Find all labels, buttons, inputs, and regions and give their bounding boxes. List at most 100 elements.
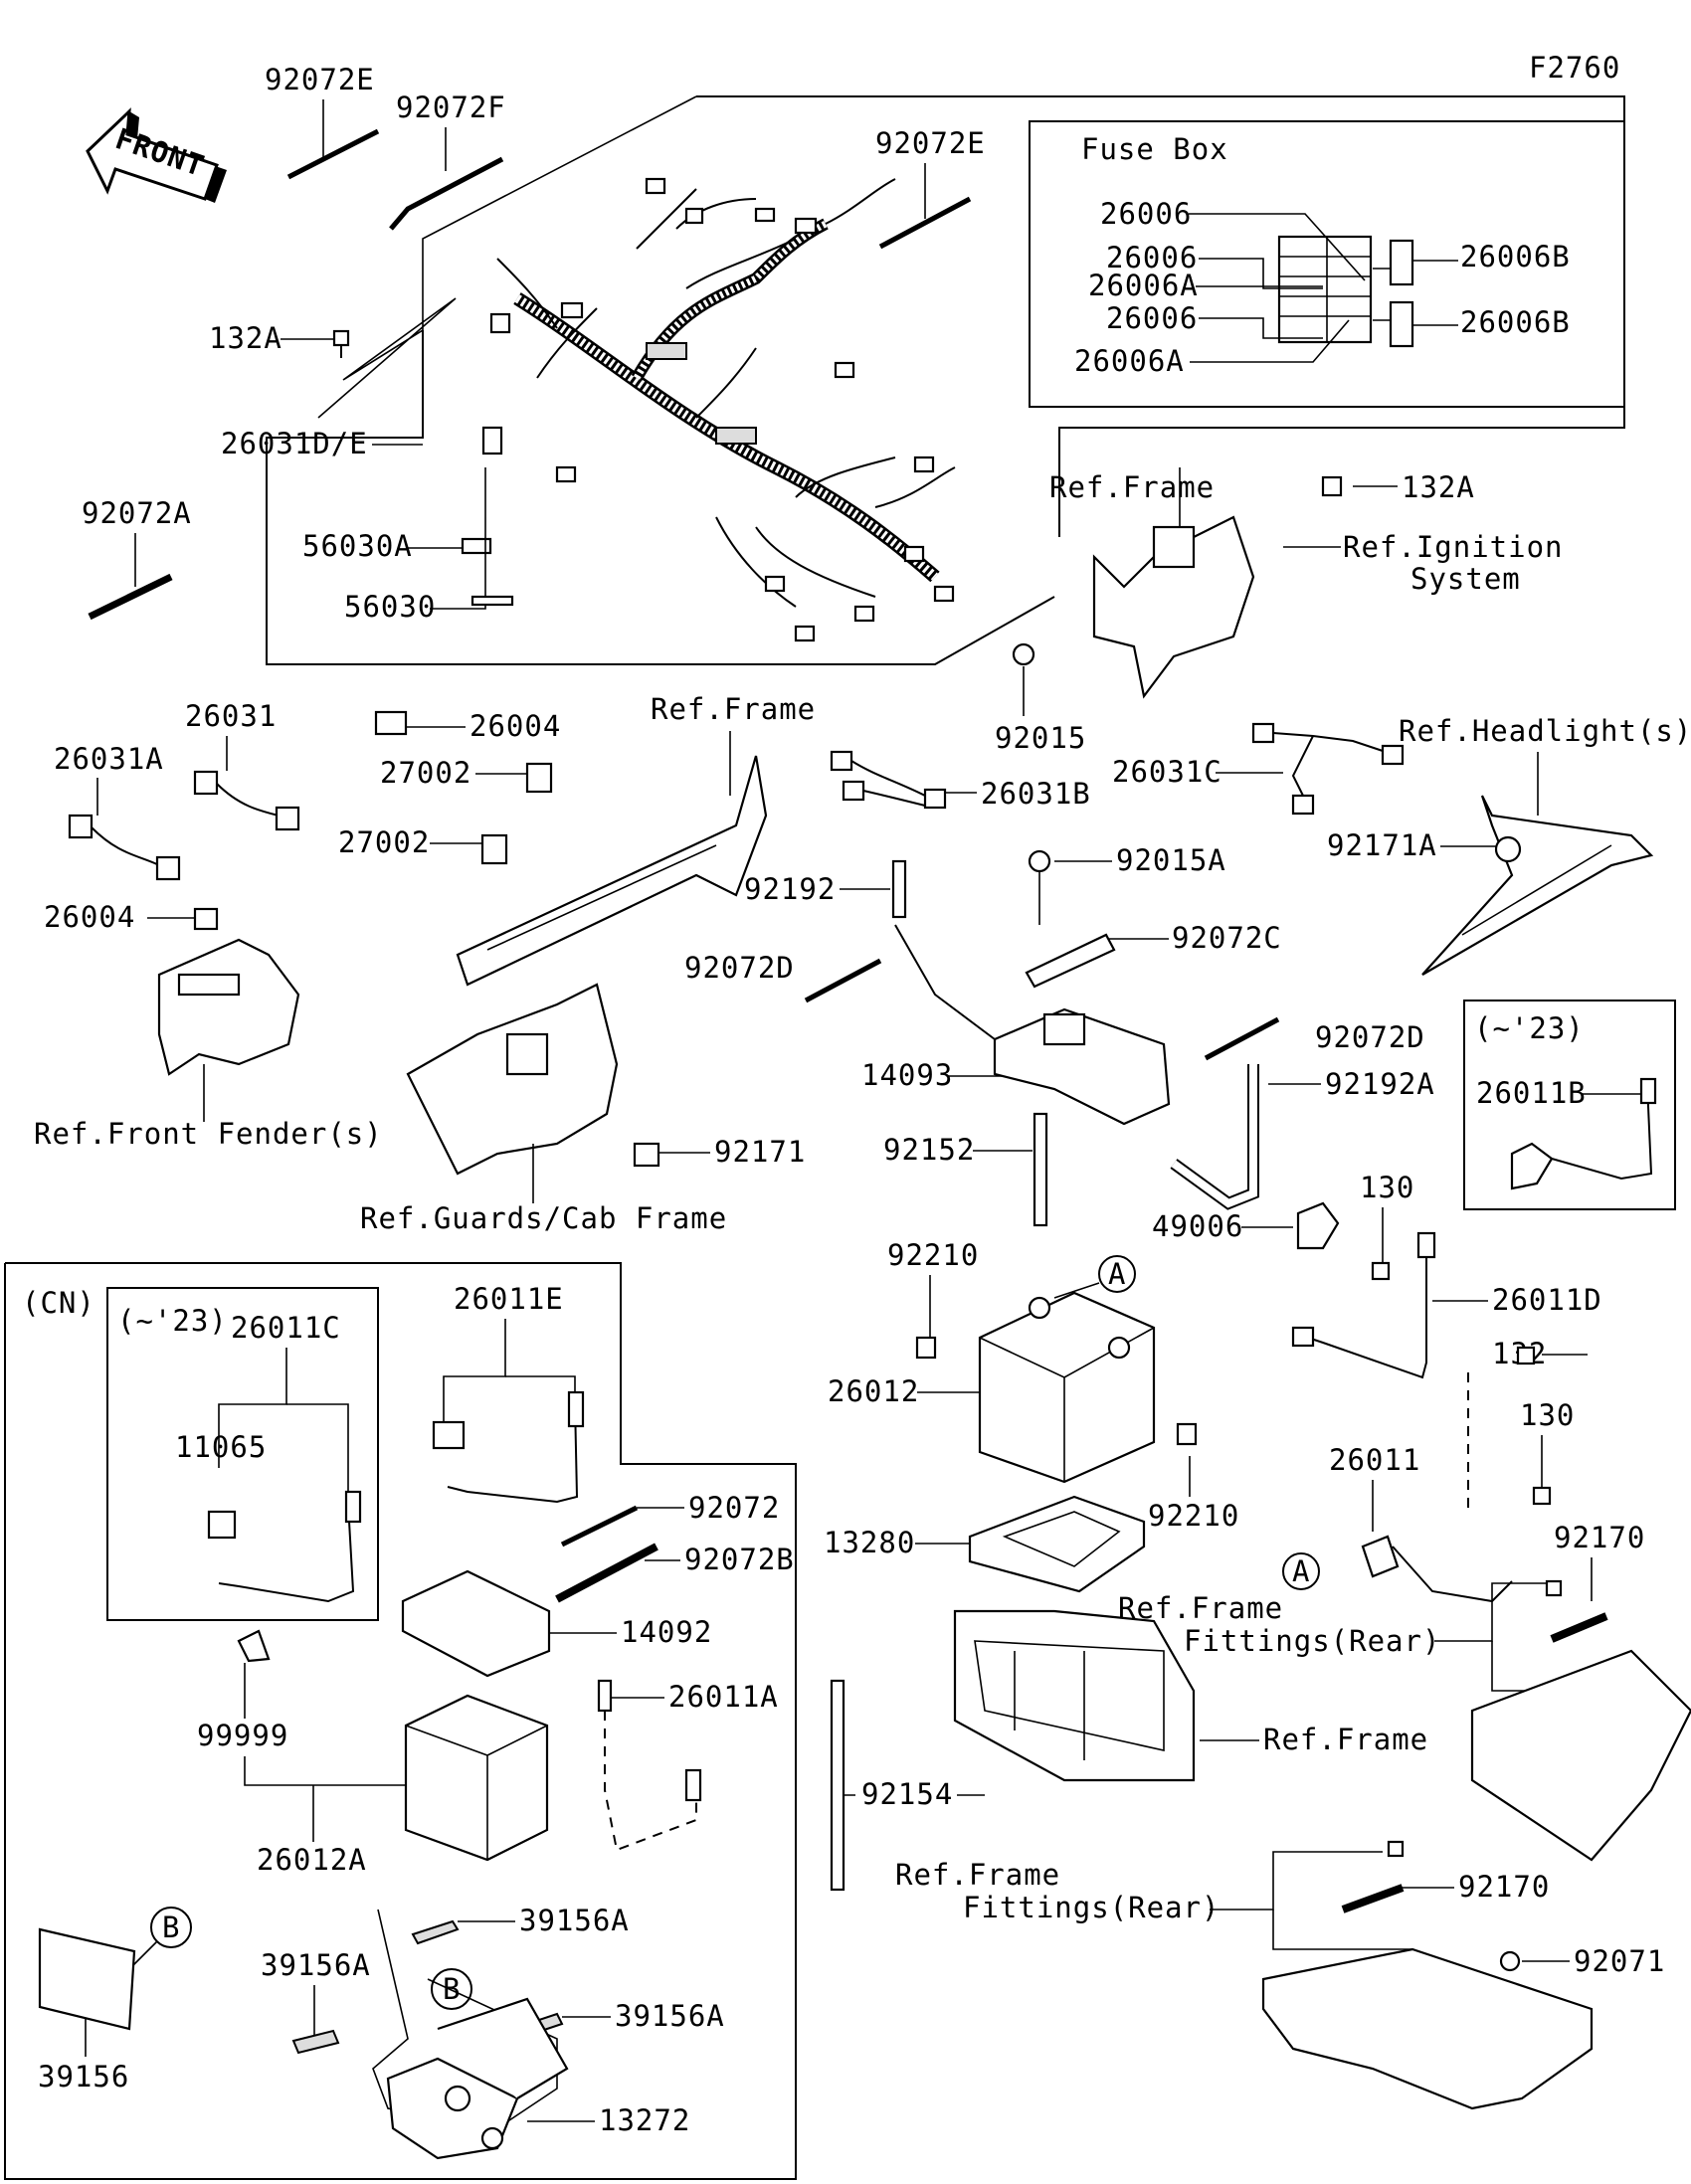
pad-icon (291, 2029, 340, 2055)
relay-icon (525, 762, 553, 794)
lower-frame-icon (953, 1609, 1196, 1782)
ref-frame-a: Ref.Frame (1049, 470, 1215, 504)
label-92072B: 92072B (684, 1543, 795, 1576)
label-130-2: 130 (1520, 1398, 1575, 1432)
cable-end-icon (597, 1679, 613, 1713)
fittings-rear-icon (1470, 1649, 1691, 1862)
label-92072C: 92072C (1172, 921, 1282, 955)
figure-code: F2760 (1529, 51, 1620, 85)
variant-box-26011B (1463, 1000, 1676, 1210)
terminal-icon (915, 1336, 937, 1360)
fuse-leader-lines (1189, 213, 1458, 363)
label-92072D-1: 92072D (684, 951, 795, 985)
label-99999: 99999 (197, 1719, 288, 1752)
fittings-rear-icon (1261, 1947, 1594, 2110)
variant-label-to23-a: (~'23) (117, 1304, 228, 1338)
label-26031B: 26031B (981, 777, 1091, 811)
fuse-label-26006B-2: 26006B (1460, 305, 1571, 339)
label-92171A: 92171A (1327, 828, 1437, 862)
ref-ignition-2: System (1410, 562, 1521, 596)
nut-icon (1012, 642, 1035, 666)
label-26011C: 26011C (231, 1311, 341, 1345)
label-26012: 26012 (828, 1374, 919, 1408)
front-fender-icon (157, 938, 300, 1076)
harness-group-frame (696, 95, 1625, 537)
label-13272: 13272 (599, 2103, 690, 2137)
label-92192A: 92192A (1325, 1067, 1435, 1101)
label-26011: 26011 (1329, 1443, 1420, 1477)
hose-icon (1033, 1112, 1048, 1227)
variant-label-to23-b: (~'23) (1474, 1011, 1585, 1045)
cable-tie-icon (286, 128, 380, 180)
label-92210-2: 92210 (1148, 1499, 1239, 1533)
label-49006: 49006 (1152, 1209, 1243, 1243)
hose-icon (1171, 1064, 1257, 1208)
label-92015A: 92015A (1116, 843, 1226, 877)
label-92072: 92072 (688, 1491, 780, 1525)
ref-frame-c: Ref.Frame (1263, 1723, 1428, 1756)
terminal-cover-icon (1296, 1201, 1340, 1250)
fuse-box-icon (1277, 235, 1414, 348)
cable-icon (1510, 1077, 1657, 1190)
ref-frame-b: Ref.Frame (651, 692, 816, 726)
label-132A-1: 132A (209, 321, 282, 355)
bracket-icon (1341, 1884, 1405, 1913)
marker-A-1-label: A (1108, 1257, 1126, 1291)
cab-frame-icon (406, 983, 619, 1176)
label-13280: 13280 (824, 1526, 915, 1559)
label-56030: 56030 (344, 590, 436, 624)
frame-bracket-icon (1092, 515, 1255, 699)
label-26031C: 26031C (1112, 755, 1222, 789)
sticker-icon (237, 1629, 271, 1663)
bolt-icon (1371, 1261, 1391, 1281)
variant-label-cn: (CN) (22, 1286, 95, 1320)
ref-frame-fittings-b-2: Fittings(Rear) (963, 1891, 1220, 1924)
variant-box-26011C (106, 1287, 379, 1621)
manual-sheet-icon (38, 1927, 136, 2031)
battery-cover-icon (401, 1569, 551, 1678)
battery-tray-icon (968, 1495, 1146, 1593)
bolt-icon (1387, 1840, 1405, 1858)
label-132A-2: 132A (1402, 470, 1475, 504)
ref-frame-fittings-b-1: Ref.Frame (895, 1858, 1060, 1892)
nut-icon (1028, 849, 1051, 873)
cn-group-frame (4, 1262, 797, 2180)
label-92171: 92171 (714, 1135, 806, 1169)
fuse-box-title: Fuse Box (1081, 132, 1228, 166)
label-26011B: 26011B (1476, 1076, 1587, 1110)
bolt-icon (1321, 475, 1343, 497)
bolt-icon (1532, 1486, 1552, 1506)
label-39156A-1: 39156A (519, 1904, 630, 1937)
label-92072D-2: 92072D (1315, 1020, 1425, 1054)
label-26031DE: 26031D/E (221, 427, 368, 460)
washer-icon (1499, 1950, 1521, 1972)
cable-end-icon (344, 1490, 362, 1524)
label-92072A: 92072A (82, 496, 192, 530)
main-wiring-harness-icon (481, 177, 956, 642)
label-11065: 11065 (175, 1430, 267, 1464)
bolt-icon (1545, 1579, 1563, 1597)
label-39156: 39156 (38, 2060, 129, 2093)
marker-B-1 (150, 1907, 192, 1948)
label-26004-1: 26004 (470, 709, 561, 743)
harness-bracket-lines (317, 95, 697, 419)
marker-B-1-label: B (162, 1911, 180, 1944)
label-14093: 14093 (861, 1058, 953, 1092)
ref-headlight: Ref.Headlight(s) (1399, 714, 1691, 748)
cable-tie-icon (555, 1543, 658, 1603)
label-92210-1: 92210 (887, 1238, 979, 1272)
battery-icon (404, 1694, 549, 1862)
label-39156A-2: 39156A (261, 1948, 371, 1982)
marker-A-2 (1282, 1552, 1320, 1590)
label-26011D: 26011D (1492, 1283, 1602, 1317)
ref-guards: Ref.Guards/Cab Frame (360, 1201, 727, 1235)
bolt-icon (1516, 1346, 1536, 1365)
label-26011E: 26011E (454, 1282, 564, 1316)
label-27002-2: 27002 (338, 825, 430, 859)
frame-rail-icon (456, 755, 768, 987)
marker-B-2 (431, 1968, 472, 2010)
label-56030A: 56030A (302, 529, 413, 563)
fuse-label-26006-1: 26006 (1100, 197, 1192, 231)
grommet-icon (633, 1142, 660, 1168)
